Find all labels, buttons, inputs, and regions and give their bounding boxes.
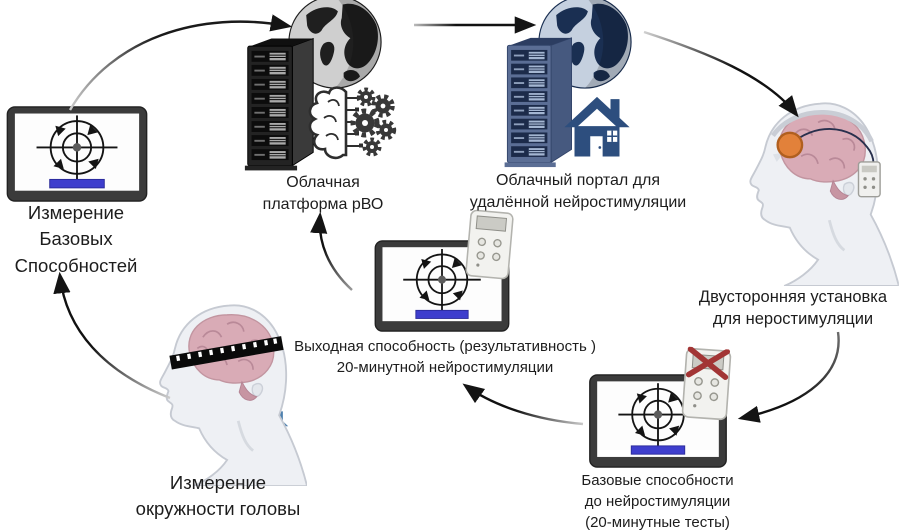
stimulator-unit-icon bbox=[857, 161, 881, 198]
electrode-icon bbox=[776, 131, 804, 159]
head-with-tape-icon bbox=[148, 300, 308, 486]
label-line: 20-минутной нейростимуляции bbox=[336, 359, 554, 376]
red-cross-icon bbox=[685, 346, 731, 380]
label-line: Облачный портал для bbox=[495, 172, 661, 189]
measuring-tape-icon bbox=[169, 336, 284, 370]
tablet-target-icon bbox=[6, 106, 148, 202]
label-line: Измерение bbox=[169, 472, 267, 493]
label-line: платформа рВО bbox=[262, 195, 384, 213]
label-line: до нейростимуляции bbox=[584, 493, 731, 510]
arrow-output-to-platform bbox=[310, 211, 353, 291]
label-line: (20-минутные тесты) bbox=[585, 514, 730, 530]
brain-gears-icon bbox=[308, 86, 397, 160]
label-line: Выходная способность (результативность ) bbox=[294, 338, 596, 355]
label-line: окружности головы bbox=[135, 498, 301, 520]
label-line: Двусторонняя установка bbox=[698, 288, 888, 306]
arrow-head-to-baseline-tablet bbox=[737, 331, 840, 423]
label-line: Облачная bbox=[286, 174, 360, 191]
arrow-baseline-to-output bbox=[462, 383, 584, 426]
label-line: Базовых bbox=[39, 228, 113, 250]
electrode-wire-icon bbox=[789, 128, 875, 164]
label-line: Измерение bbox=[27, 202, 125, 223]
crossed-remote-icon bbox=[681, 346, 733, 421]
head-with-electrode-icon bbox=[738, 98, 900, 286]
label-line: удалённой нейростимуляции bbox=[469, 193, 687, 211]
label-head-circumference: Измерение окружности головы bbox=[105, 470, 331, 523]
label-output-ability: Выходная способность (результативность )… bbox=[275, 336, 615, 378]
label-line: для неростимуляции bbox=[712, 310, 874, 329]
label-pre-stimulation: Базовые способности до нейростимуляции (… bbox=[540, 470, 775, 530]
house-icon bbox=[561, 90, 633, 160]
label-line: Способностей bbox=[14, 254, 138, 276]
headset-band-icon bbox=[771, 109, 874, 143]
label-line: Базовые способности bbox=[581, 472, 734, 489]
remote-device-icon bbox=[464, 208, 515, 281]
label-cloud-portal: Облачный портал для удалённой нейростиму… bbox=[448, 170, 708, 213]
label-baseline-ability: Измерение Базовых Способностей bbox=[0, 200, 152, 279]
label-cloud-platform: Облачная платформа рВО bbox=[238, 172, 408, 215]
label-bilateral-setup: Двусторонняя установка для неростимуляци… bbox=[686, 286, 900, 331]
